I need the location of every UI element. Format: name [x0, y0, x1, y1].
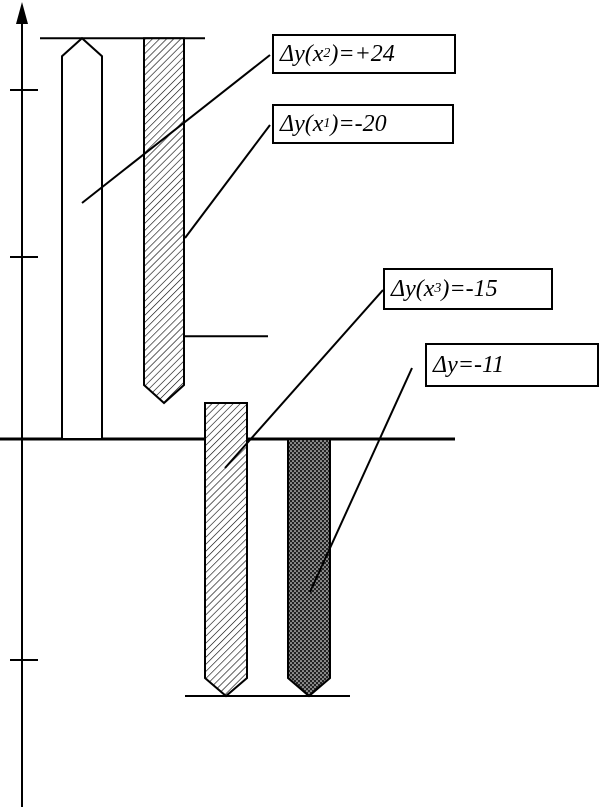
- y-axis-arrow: [16, 2, 28, 24]
- bar-x1: [143, 37, 185, 405]
- leader-line-total: [309, 367, 413, 593]
- leader-line-x1: [184, 124, 271, 239]
- bar-total: [287, 438, 331, 698]
- leader-line-x3: [224, 289, 384, 469]
- bar-x2: [61, 36, 103, 440]
- bar-x3: [204, 402, 248, 698]
- leader-line-x2: [81, 54, 271, 204]
